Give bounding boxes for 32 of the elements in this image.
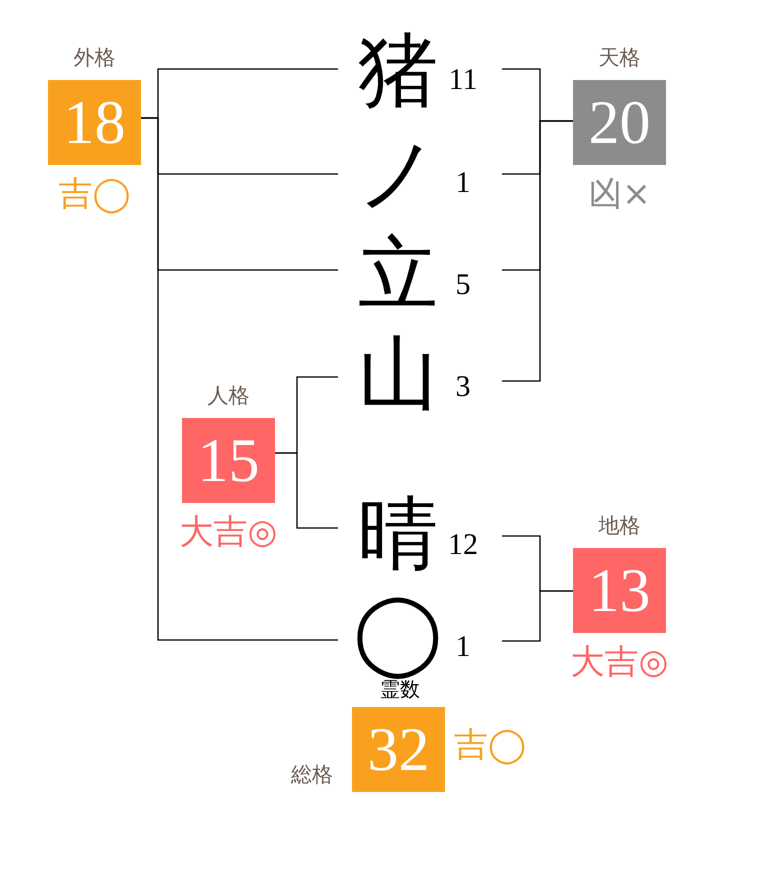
bracket-line bbox=[502, 590, 573, 642]
fortune-rating: 吉◯ bbox=[454, 728, 526, 762]
score-tile: 13 bbox=[573, 548, 666, 633]
grade-label: 外格 bbox=[74, 48, 116, 68]
stroke-count: 11 bbox=[448, 65, 478, 95]
name-character: 山 bbox=[357, 330, 439, 421]
bracket-line bbox=[275, 452, 338, 529]
stroke-count: 3 bbox=[456, 372, 470, 402]
stroke-count: 1 bbox=[456, 632, 470, 662]
grade-label: 地格 bbox=[598, 516, 640, 536]
name-character: ノ bbox=[356, 130, 440, 221]
grade-label: 天格 bbox=[598, 48, 640, 68]
fortune-rating: 吉◯ bbox=[58, 177, 131, 211]
score-tile: 32 bbox=[352, 707, 445, 792]
score-tile: 15 bbox=[182, 418, 275, 503]
spirit-number-label: 霊数 bbox=[380, 679, 420, 699]
name-character: 立 bbox=[357, 230, 439, 321]
stroke-count: 5 bbox=[456, 270, 470, 300]
stroke-count: 1 bbox=[456, 168, 470, 198]
grade-label: 総格 bbox=[291, 764, 333, 786]
name-character: 晴 bbox=[357, 490, 439, 581]
score-tile: 18 bbox=[48, 80, 141, 165]
stroke-count: 12 bbox=[448, 530, 478, 560]
fortune-rating: 凶× bbox=[588, 177, 651, 211]
name-character: 猪 bbox=[357, 27, 439, 118]
fortune-rating: 大吉◎ bbox=[180, 515, 278, 549]
fortune-rating: 大吉◎ bbox=[570, 645, 668, 679]
bracket-line bbox=[141, 117, 338, 641]
bracket-line bbox=[502, 120, 573, 382]
score-tile: 20 bbox=[573, 80, 666, 165]
grade-label: 人格 bbox=[208, 386, 250, 406]
name-character: ◯ bbox=[352, 588, 444, 680]
